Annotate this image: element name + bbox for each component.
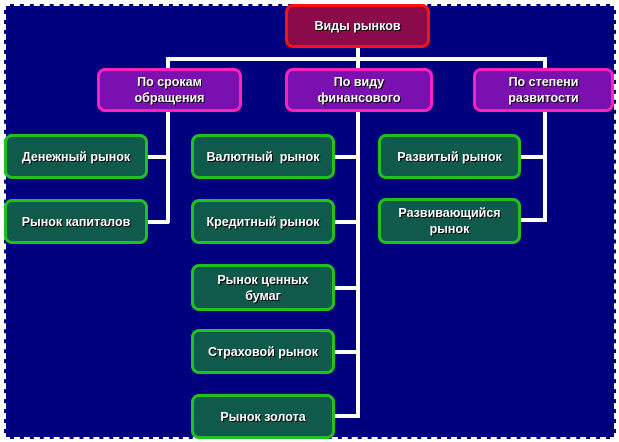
- category-label: По срокам обращения: [134, 75, 205, 105]
- leaf-label: Рынок ценных бумаг: [217, 272, 309, 303]
- connector-leaf-1-1: [147, 155, 169, 159]
- connector-leaf-2-5: [334, 414, 359, 418]
- category-node-development: По степени развитости: [473, 68, 614, 112]
- leaf-label: Денежный рынок: [21, 149, 131, 164]
- connector-cat1-up: [166, 57, 170, 69]
- category-node-type: По виду финансового: [285, 68, 433, 112]
- leaf-securities-market: Рынок ценных бумаг: [191, 264, 335, 311]
- category-node-term: По срокам обращения: [97, 68, 242, 112]
- connector-leaf-2-1: [334, 155, 359, 159]
- leaf-label: Рынок капиталов: [21, 214, 131, 229]
- leaf-gold-market: Рынок золота: [191, 394, 335, 439]
- leaf-insurance-market: Страховой рынок: [191, 329, 335, 374]
- leaf-currency-market: Валютный рынок: [191, 134, 335, 179]
- leaf-label: Страховой рынок: [207, 344, 319, 359]
- leaf-capital-market: Рынок капиталов: [4, 199, 148, 244]
- leaf-label: Развивающийся рынок: [398, 206, 501, 236]
- connector-cat2-trunk: [356, 110, 360, 418]
- leaf-money-market: Денежный рынок: [4, 134, 148, 179]
- connector-leaf-2-2: [334, 220, 359, 224]
- category-label: По степени развитости: [508, 75, 579, 105]
- connector-cat2-up: [356, 57, 360, 69]
- leaf-label: Развитый рынок: [397, 149, 502, 164]
- leaf-emerging-market: Развивающийся рынок: [378, 198, 521, 244]
- connector-root-down: [356, 47, 360, 59]
- connector-cat3-up: [543, 57, 547, 69]
- connector-cat1-trunk: [166, 110, 170, 223]
- leaf-label: Валютный рынок: [206, 149, 320, 164]
- category-label: По виду финансового: [317, 75, 401, 105]
- connector-leaf-3-1: [520, 155, 546, 159]
- root-node: Виды рынков: [285, 4, 430, 48]
- connector-leaf-2-4: [334, 350, 359, 354]
- leaf-label: Рынок золота: [220, 409, 306, 424]
- leaf-label: Кредитный рынок: [206, 214, 320, 229]
- connector-leaf-3-2: [520, 218, 546, 222]
- leaf-developed-market: Развитый рынок: [378, 134, 521, 179]
- connector-leaf-1-2: [147, 220, 169, 224]
- connector-leaf-2-3: [334, 286, 359, 290]
- root-label: Виды рынков: [314, 19, 401, 33]
- leaf-credit-market: Кредитный рынок: [191, 199, 335, 244]
- connector-cat3-trunk: [543, 110, 547, 222]
